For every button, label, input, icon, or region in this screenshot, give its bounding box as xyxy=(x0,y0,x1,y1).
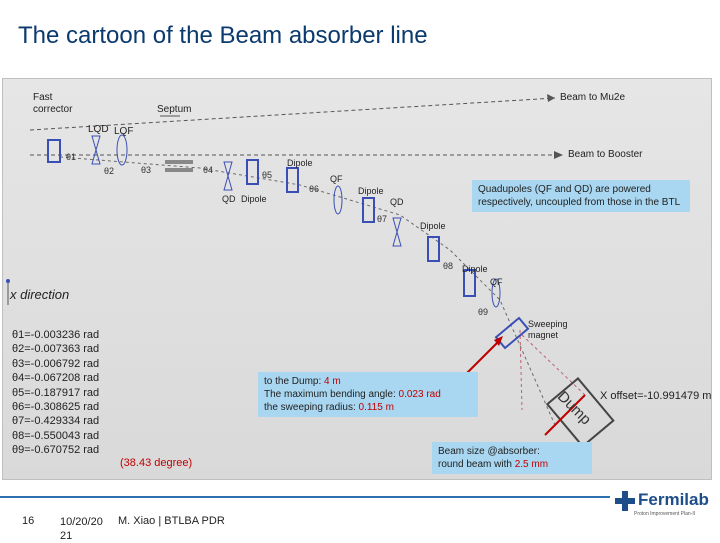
theta9-marker: θ9 xyxy=(478,307,488,317)
x-direction-label: x direction xyxy=(10,287,70,302)
fast-corrector-label: Fast corrector xyxy=(33,92,73,115)
x-offset-label: X offset=-10.991479 m xyxy=(600,390,712,402)
sweeping-magnet-icon xyxy=(494,316,530,350)
lqf-quad-icon xyxy=(116,134,128,166)
beam-size-desc: round beam with xyxy=(438,459,515,470)
booster-arrow-icon xyxy=(554,151,563,159)
footer-author: M. Xiao | BTLBA PDR xyxy=(118,515,225,527)
lqd-label: LQD xyxy=(88,124,109,135)
theta2-marker: θ2 xyxy=(104,166,114,176)
bending-angle-label: The maximum bending angle: xyxy=(264,389,399,400)
dump-distance-value: 4 m xyxy=(324,376,341,387)
absorber-line xyxy=(59,156,556,426)
septum-plate-2 xyxy=(165,168,193,172)
dump-info-box: to the Dump: 4 m The maximum bending ang… xyxy=(258,372,478,417)
footer-divider xyxy=(0,496,610,498)
fermilab-logo-text: Fermilab xyxy=(638,490,709,509)
theta-item: θ1=-0.003236 rad xyxy=(12,329,100,341)
qd-label: QD xyxy=(222,194,236,204)
red-arrow-1-icon xyxy=(494,336,503,346)
fast-corrector-icon xyxy=(47,139,61,163)
sweeping-radius-label: the sweeping radius: xyxy=(264,402,359,413)
qf-label-2: QF xyxy=(490,277,503,287)
red-pointer-1 xyxy=(464,339,501,376)
qd-quad-icon xyxy=(223,161,233,191)
mu2e-arrow-icon xyxy=(547,94,555,102)
beam-to-booster-label: Beam to Booster xyxy=(568,149,643,160)
sweeping-magnet-label: Sweeping magnet xyxy=(528,319,568,340)
dipole-2-icon xyxy=(286,167,299,193)
dump-distance-label: to the Dump: xyxy=(264,376,325,387)
red-pointer-2 xyxy=(544,394,586,436)
qf-2-quad-icon xyxy=(491,278,501,308)
qd-2-quad-icon xyxy=(392,217,402,247)
theta-item: θ3=-0.006792 rad xyxy=(12,357,100,370)
theta-item: θ5=-0.187917 rad xyxy=(12,386,100,399)
theta4-marker: θ4 xyxy=(203,165,213,175)
beam-to-mu2e-label: Beam to Mu2e xyxy=(560,92,626,103)
qf-quad-icon xyxy=(333,185,343,215)
septum-plate-1 xyxy=(165,160,193,164)
dipole-5-icon xyxy=(463,269,476,297)
theta-item: θ7=-0.429334 rad xyxy=(12,415,100,428)
theta6-marker: θ6 xyxy=(309,184,319,194)
theta8-marker: θ8 xyxy=(443,261,453,271)
dipole-1-icon xyxy=(246,159,259,185)
theta7-marker: θ7 xyxy=(377,214,387,224)
dipole-label-4: Dipole xyxy=(420,221,446,231)
qf-label-1: QF xyxy=(330,174,343,184)
bending-angle-value: 0.023 rad xyxy=(398,389,441,400)
beam-size-value: 2.5 mm xyxy=(514,459,549,470)
dipole-label-5: Dipole xyxy=(462,264,488,274)
lqd-quad-icon xyxy=(91,135,101,165)
footer-date: 10/20/20 21 xyxy=(60,516,103,542)
dipole-label-3: Dipole xyxy=(358,186,384,196)
sweep-line-2 xyxy=(521,334,586,396)
dipole-label-2: Dipole xyxy=(287,158,313,168)
theta-item: θ6=-0.308625 rad xyxy=(12,401,100,414)
lqf-label: LQF xyxy=(114,126,134,137)
theta1-marker: θ1 xyxy=(66,152,76,162)
x-axis-marker-icon xyxy=(6,279,10,283)
page-number: 16 xyxy=(22,515,35,527)
theta-item: θ9=-0.670752 rad xyxy=(12,444,100,457)
dipole-label-1: Dipole xyxy=(241,194,267,204)
fermilab-logo-subtitle: Proton Improvement Plan-II xyxy=(634,511,696,517)
theta3-marker: θ3 xyxy=(141,165,151,175)
dipole-4-icon xyxy=(427,236,440,262)
theta-list: θ1=-0.003236 rad θ2=-0.007363 rad θ3=-0.… xyxy=(12,328,99,458)
degree-label: (38.43 degree) xyxy=(120,457,193,469)
fermilab-logo-icon xyxy=(615,491,635,511)
qd-label-2: QD xyxy=(390,197,404,207)
dipole-3-icon xyxy=(362,197,375,223)
sweeping-radius-value: 0.115 m xyxy=(358,402,394,413)
theta-item: θ2=-0.007363 rad xyxy=(12,343,100,356)
page-title: The cartoon of the Beam absorber line xyxy=(18,22,428,49)
septum-label: Septum xyxy=(157,104,192,115)
mu2e-beam-line xyxy=(29,97,556,131)
theta-item: θ4=-0.067208 rad xyxy=(12,372,100,385)
theta5-marker: θ5 xyxy=(262,170,272,180)
beam-size-box: Beam size @absorber: round beam with 2.5… xyxy=(432,442,592,474)
quadrupoles-note-box: Quadupoles (QF and QD) are powered respe… xyxy=(472,180,690,212)
theta-item: θ8=-0.550043 rad xyxy=(12,429,100,442)
dump-block-icon xyxy=(545,377,615,448)
beam-size-label: Beam size @absorber: xyxy=(438,446,540,457)
sweep-line-1 xyxy=(519,329,523,411)
